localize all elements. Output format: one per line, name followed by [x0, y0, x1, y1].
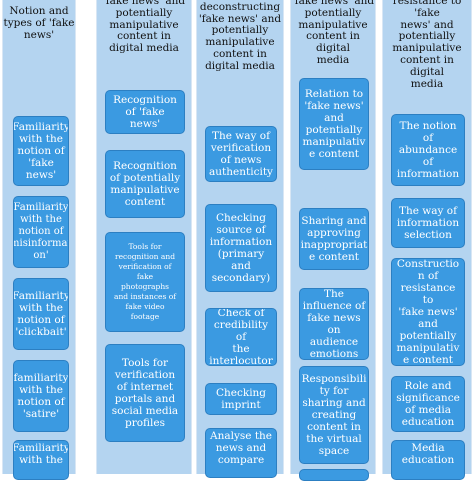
concept-box: Analyse the news and compare	[205, 428, 277, 478]
column-header: 'fake news' and potentially manipulative…	[291, 0, 375, 66]
concept-box: Familiarity with the notion of 'fake new…	[13, 116, 69, 186]
concept-box: Sharing and approving inappropriat e con…	[299, 208, 369, 270]
concept-box: The influence of fake news on audience e…	[299, 288, 369, 360]
concept-box: Familiarity with the notion of 'misinfor…	[13, 196, 69, 268]
concept-box: Tools for recognition and verification o…	[105, 232, 185, 332]
concept-box: Familiarity with the notion of 'clickbai…	[13, 278, 69, 350]
column-header: 'fake news' and potentially manipulative…	[102, 0, 186, 55]
concept-box: Familiarity with the	[13, 440, 69, 480]
concept-box: Tools for verification of internet porta…	[105, 344, 185, 442]
column-relation: 'fake news' and potentially manipulative…	[290, 0, 376, 481]
concept-box: Checking imprint	[205, 383, 277, 415]
column-header: resistance to 'fake news' and potentiall…	[392, 0, 462, 90]
concept-box: Recognition of 'fake news'	[105, 90, 185, 134]
column-header: Notion and types of 'fake news'	[3, 5, 75, 41]
concept-box: Constructio n of resistance to 'fake new…	[391, 258, 465, 366]
column-verifying: verifying, and deconstructing 'fake news…	[196, 0, 284, 478]
column-notion-types: Notion and types of 'fake news' Familiar…	[2, 0, 76, 480]
concept-box: familiarity with the notion of 'satire'	[13, 360, 69, 432]
concept-box: Checking source of information (primary …	[205, 204, 277, 292]
concept-box: Check of credibility of the interlocutor	[205, 308, 277, 366]
column-header: verifying, and deconstructing 'fake news…	[198, 0, 282, 72]
column-recognition: 'fake news' and potentially manipulative…	[96, 0, 192, 474]
column-resistance: resistance to 'fake news' and potentiall…	[382, 0, 472, 480]
concept-box: Role and significance of media education	[391, 376, 465, 432]
concept-box: Media education	[391, 440, 465, 480]
concept-box: Relation to 'fake news' and potentially …	[299, 78, 369, 170]
concept-box: Recognition of potentially manipulative …	[105, 150, 185, 218]
concept-box: The way of verification of news authenti…	[205, 126, 277, 182]
concept-box	[299, 469, 369, 481]
concept-box: The way of information selection	[391, 198, 465, 248]
concept-box: The notion of abundance of information	[391, 114, 465, 186]
concept-box: Responsibili ty for sharing and creating…	[299, 366, 369, 464]
